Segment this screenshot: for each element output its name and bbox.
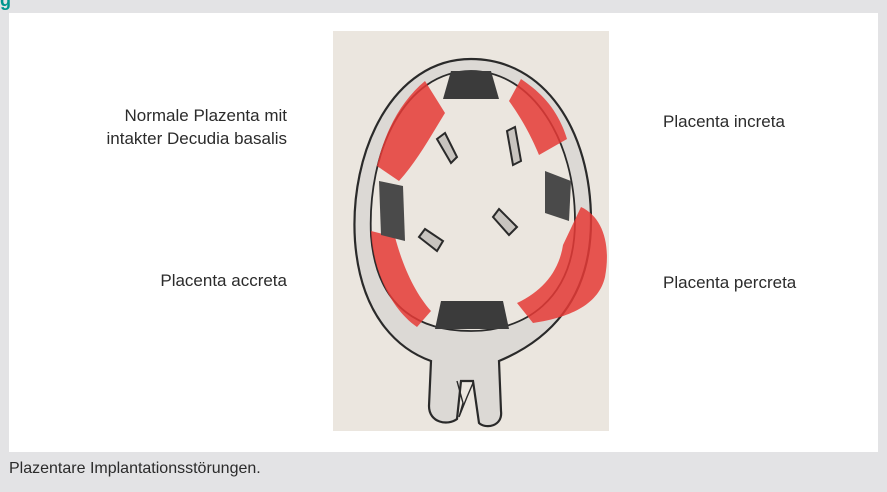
figure-panel: Normale Plazenta mit intakter Decudia ba… (9, 13, 878, 452)
label-normal-placenta-line2: intakter Decudia basalis (49, 127, 287, 150)
label-normal-placenta: Normale Plazenta mit intakter Decudia ba… (49, 104, 287, 150)
hatched-placenta-top (443, 71, 499, 99)
uterus-drawing (333, 31, 609, 431)
hatched-placenta-bottom (435, 301, 509, 329)
figure-caption: Plazentare Implantationsstörungen. (9, 460, 261, 478)
hatched-left-wall (379, 181, 405, 241)
label-placenta-increta: Placenta increta (663, 110, 785, 133)
label-normal-placenta-line1: Normale Plazenta mit (49, 104, 287, 127)
section-heading-fragment: g (0, 0, 11, 12)
label-placenta-percreta: Placenta percreta (663, 271, 796, 294)
label-placenta-accreta: Placenta accreta (89, 269, 287, 292)
